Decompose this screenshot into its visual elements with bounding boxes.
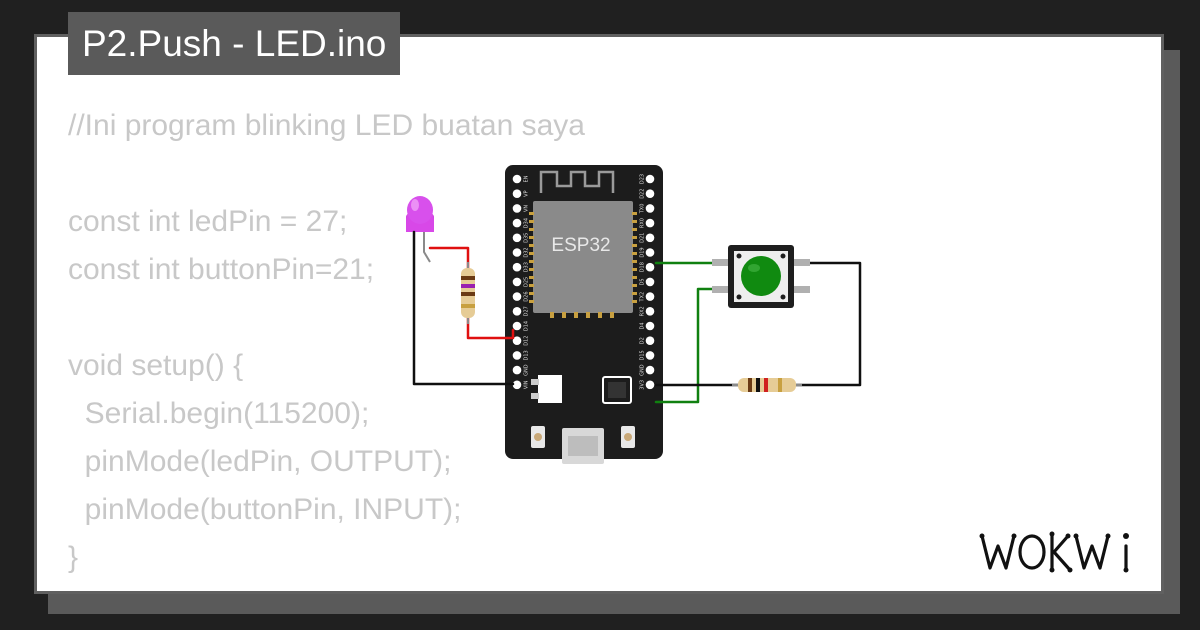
header-pin[interactable] [645, 292, 655, 301]
board-label: ESP32 [551, 235, 610, 256]
pin-label: D26 [524, 291, 530, 301]
header-pin[interactable] [512, 307, 522, 316]
pushbutton-icon[interactable] [712, 245, 810, 308]
pin-label: D18 [640, 262, 646, 272]
pin-label: VP [524, 190, 530, 196]
code-line: pinMode(buttonPin, INPUT); [68, 493, 462, 526]
code-line: Serial.begin(115200); [68, 397, 370, 430]
pin-label: 3V3 [640, 380, 646, 390]
wire-black-gnd[interactable] [412, 230, 515, 386]
header-pin[interactable] [645, 336, 655, 346]
pin-label: D13 [524, 350, 530, 360]
header-pin[interactable] [512, 248, 522, 257]
header-pin[interactable] [645, 321, 655, 331]
header-pin[interactable] [512, 321, 522, 331]
pin-label: D5 [640, 278, 646, 285]
reset-button-icon[interactable] [621, 426, 635, 448]
code-line: const int ledPin = 27; [68, 205, 348, 238]
code-line: const int buttonPin=21; [68, 253, 375, 286]
pin-label: D14 [524, 321, 530, 331]
pin-label: D22 [640, 189, 646, 199]
pin-label: GND [524, 364, 530, 376]
pin-label: D12 [524, 336, 530, 346]
header-pin[interactable] [512, 351, 522, 360]
pin-label: D34 [524, 218, 530, 228]
code-line: void setup() { [68, 349, 244, 382]
header-pin[interactable] [512, 262, 522, 272]
header-pin[interactable] [645, 380, 655, 390]
wokwi-logo-icon [979, 531, 1129, 573]
header-pin[interactable] [512, 233, 522, 243]
resistor-icon[interactable] [461, 262, 475, 324]
pin-label: D4 [640, 322, 646, 329]
boot-button-icon[interactable] [531, 426, 545, 448]
code-snippet: //Ini program blinking LED buatan saya co… [68, 102, 585, 582]
wire-green-3v3[interactable] [654, 287, 724, 404]
pin-label: TX0 [640, 204, 646, 215]
header-pin[interactable] [512, 380, 522, 390]
project-title: P2.Push - LED.ino [68, 12, 401, 75]
wire-red-led[interactable] [428, 246, 470, 270]
header-pin[interactable] [512, 218, 522, 228]
header-pin[interactable] [645, 351, 655, 360]
code-line: pinMode(ledPin, OUTPUT); [68, 445, 452, 478]
pin-label: D27 [524, 306, 530, 316]
code-line: } [68, 541, 79, 574]
pin-label: EN [524, 175, 530, 182]
header-pin[interactable] [645, 233, 655, 243]
pin-label: VN [524, 205, 530, 212]
header-pin[interactable] [512, 336, 522, 346]
header-pin[interactable] [512, 365, 522, 375]
esp32-board-icon: ESP32 ENVPVND34D35D32D33D25D26D27D14D12D… [505, 165, 663, 464]
led-icon[interactable] [406, 196, 434, 384]
header-pin[interactable] [645, 277, 655, 287]
header-pin[interactable] [512, 174, 522, 184]
pin-label: D33 [524, 262, 530, 272]
pin-label: D25 [524, 277, 530, 287]
pin-label: TX2 [640, 292, 646, 303]
wire-black-button[interactable] [794, 261, 862, 387]
header-pin[interactable] [512, 204, 522, 213]
header-pin[interactable] [512, 292, 522, 301]
pin-label: GND [640, 364, 646, 376]
header-pin[interactable] [512, 189, 522, 198]
pin-label: D19 [640, 247, 646, 257]
pin-label: D32 [524, 247, 530, 257]
pin-label: RX0 [640, 218, 646, 228]
pin-label: D23 [640, 174, 646, 184]
header-pin[interactable] [645, 204, 655, 213]
header-pin[interactable] [645, 174, 655, 184]
header-pin[interactable] [645, 189, 655, 198]
header-pin[interactable] [645, 307, 655, 316]
pin-label: VIN [524, 380, 530, 389]
code-line: //Ini program blinking LED buatan saya [68, 109, 585, 142]
header-pin[interactable] [645, 365, 655, 375]
pin-label: D15 [640, 350, 646, 360]
usb-port-icon [562, 428, 604, 464]
pin-label: RX2 [640, 306, 646, 316]
wire-red-d27[interactable] [466, 316, 515, 340]
resistor-icon[interactable] [732, 378, 802, 392]
pin-label: D35 [524, 233, 530, 243]
pin-label: D21 [640, 233, 646, 243]
pin-label: D2 [640, 337, 646, 344]
header-pin[interactable] [512, 277, 522, 287]
header-pin[interactable] [645, 262, 655, 272]
header-pin[interactable] [645, 248, 655, 257]
header-pin[interactable] [645, 218, 655, 228]
